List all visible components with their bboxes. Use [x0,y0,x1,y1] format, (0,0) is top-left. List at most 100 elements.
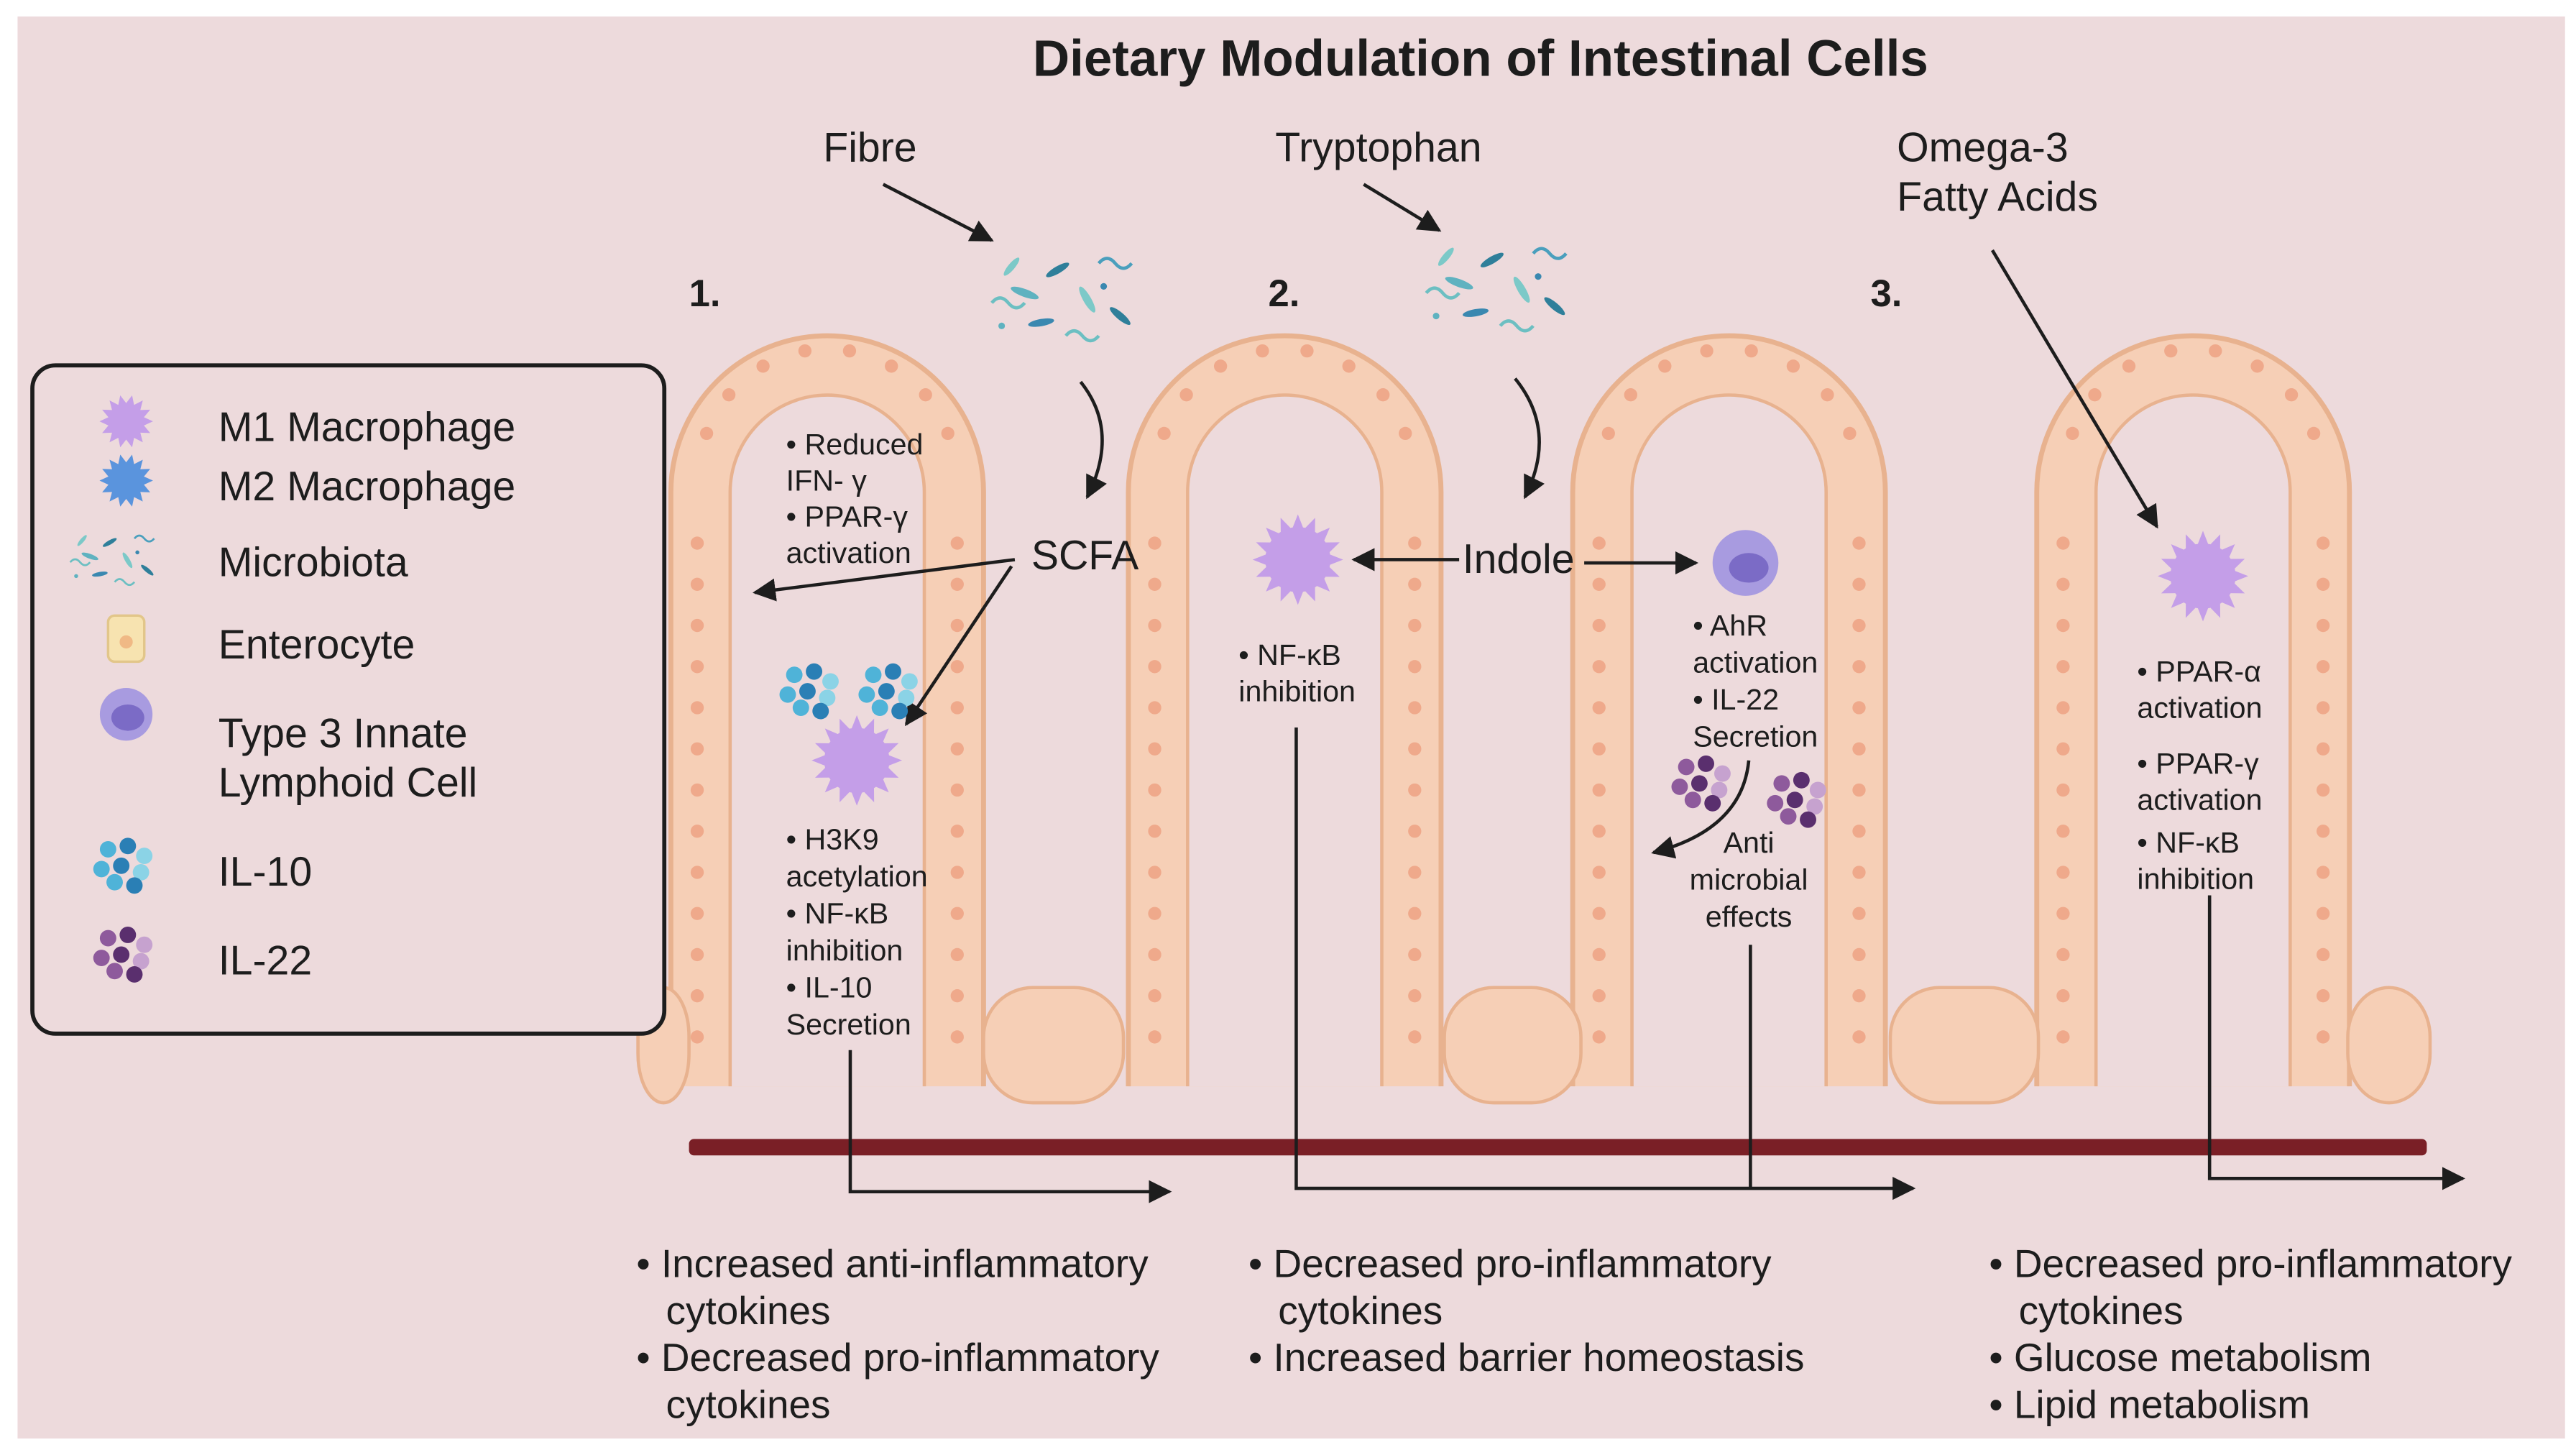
legend-label: Lymphoid Cell [218,760,477,806]
enterocyte-nucleus [1148,866,1162,879]
enterocyte-nucleus [1408,1030,1422,1044]
enterocyte-nucleus [2056,701,2070,715]
note-scfa-epithelium-line: IFN- γ [786,464,868,497]
enterocyte-nucleus [1843,426,1857,441]
note-scfa-macrophage-line: • H3K9 [786,822,879,855]
metabolite-scfa: SCFA [1031,533,1139,579]
note-ilc3-line: • IL-22 [1693,683,1779,716]
enterocyte-nucleus [1592,989,1606,1003]
enterocyte-nucleus [2056,825,2070,838]
note-omega3-nfkb-line: • NF-κB [2137,826,2240,859]
note-scfa-macrophage-line: inhibition [786,934,903,967]
input-omega3-line2: Fatty Acids [1897,174,2098,220]
villus-2 [1126,333,1444,1087]
enterocyte-nucleus [950,701,964,715]
note-omega3-nfkb-line: inhibition [2137,862,2254,895]
enterocyte-nucleus [2316,536,2330,550]
enterocyte-nucleus [690,947,704,962]
enterocyte-nucleus [2056,577,2070,591]
enterocyte-nucleus [2316,701,2330,715]
legend-label: M1 Macrophage [218,405,515,451]
enterocyte-nucleus [1592,742,1606,756]
enterocyte-nucleus [2306,426,2321,441]
enterocyte-nucleus [1408,577,1422,591]
note-indole-macrophage-line: inhibition [1238,674,1356,707]
enterocyte-nucleus [941,426,954,441]
enterocyte-nucleus [1821,388,1834,402]
enterocyte-nucleus [690,742,704,756]
note-ilc3-line: Secretion [1693,720,1818,753]
enterocyte-nucleus [1852,1030,1866,1044]
enterocyte-nucleus [1300,344,1314,358]
enterocyte-nucleus [885,359,898,373]
note-omega3-ppara-line: activation [2137,691,2262,724]
legend-box [30,363,667,1036]
enterocyte-nucleus [2250,359,2264,373]
note-scfa-epithelium-line: activation [786,536,911,569]
enterocyte-nucleus [1852,618,1866,633]
enterocyte-nucleus [1408,618,1422,633]
note-omega3-pparg-line: activation [2137,783,2262,816]
il10-icon [93,837,153,894]
outcomes-tryptophan-line: • Increased barrier homeostasis [1248,1335,1804,1380]
enterocyte-nucleus [1148,660,1162,674]
enterocyte-nucleus [2056,906,2070,920]
enterocyte-nucleus [2056,947,2070,962]
input-tryptophan: Tryptophan [1275,124,1481,170]
enterocyte-nucleus [2164,344,2178,358]
enterocyte-nucleus [2209,344,2222,358]
outcomes-fibre-line: • Decreased pro-inflammatory [636,1335,1159,1380]
outcomes-omega3-line: • Lipid metabolism [1989,1382,2310,1426]
enterocyte-nucleus [1148,989,1162,1003]
tryptophan-arrow [1363,183,1442,232]
enterocyte-nucleus [1852,742,1866,756]
enterocyte-nucleus [1157,426,1171,441]
enterocyte-nucleus [2316,989,2330,1003]
il10-cluster-2 [858,663,918,720]
enterocyte-nucleus [1408,660,1422,674]
enterocyte-nucleus [1376,388,1390,402]
legend-item-3: Microbiota [69,533,408,587]
enterocyte-nucleus [1852,536,1866,550]
enterocyte-nucleus [690,783,704,797]
note-omega3-pparg-line: • PPAR-γ [2137,747,2259,780]
microbiota-to-scfa-arrow [1079,380,1107,500]
enterocyte-nucleus [690,660,704,674]
outcomes-fibre: • Increased anti-inflammatorycytokines• … [636,1241,1159,1427]
legend-dots [93,837,153,894]
input-omega3-line1: Omega-3 [1897,124,2069,170]
enterocyte-nucleus [1852,660,1866,674]
note-scfa-macrophage-line: • IL-10 [786,970,873,1004]
enterocyte-nucleus [2316,618,2330,633]
il22-to-antimicrobial-arrow [1651,760,1751,859]
legend-label: IL-22 [218,937,312,983]
section-number-3: 3. [1871,272,1903,315]
note-ilc3-line: • AhR [1693,609,1767,642]
enterocyte-nucleus [1852,906,1866,920]
note-scfa-epithelium-line: • Reduced [786,428,924,461]
villus-4 [2034,333,2352,1087]
enterocyte-nucleus [1148,618,1162,633]
scfa-to-macrophage-arrow [904,565,1013,727]
enterocyte-nucleus [1148,825,1162,838]
il22-cluster-2 [1767,771,1826,828]
ilc3-icon [99,688,153,741]
outcome-arrow-3 [2207,895,2465,1190]
enterocyte-icon [106,614,146,664]
m1-macrophage-icon [99,395,153,448]
tissue-baseline [689,1139,2427,1156]
enterocyte-nucleus [1399,426,1412,441]
enterocyte-nucleus [1148,742,1162,756]
enterocyte-nucleus [1852,947,1866,962]
legend-item-2: M2 Macrophage [99,454,515,510]
enterocyte-nucleus [1408,742,1422,756]
legend-item-1: M1 Macrophage [99,395,515,451]
enterocyte-nucleus [1852,577,1866,591]
section-number-1: 1. [689,272,721,315]
enterocyte-nucleus [2284,388,2299,402]
